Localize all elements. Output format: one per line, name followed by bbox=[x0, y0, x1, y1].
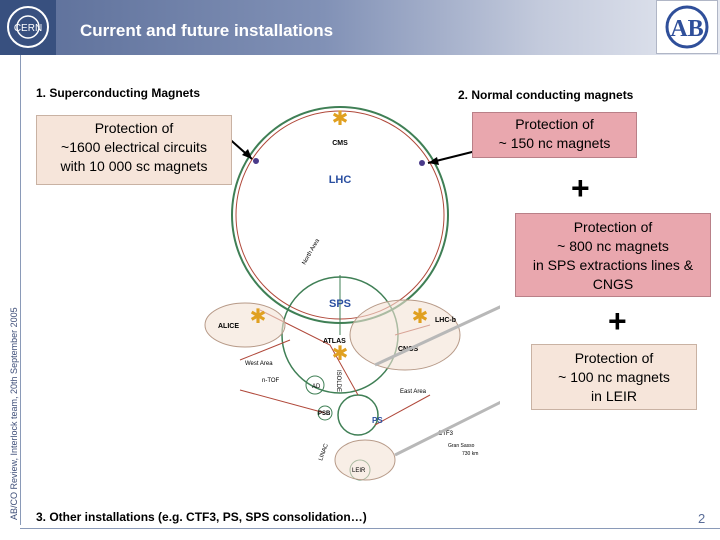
cngs-ellipse bbox=[349, 299, 461, 371]
lhcb-marker: ✱ bbox=[412, 306, 429, 328]
arrow-sc-head bbox=[242, 149, 252, 159]
section-other: 3. Other installations (e.g. CTF3, PS, S… bbox=[36, 510, 367, 524]
injection-point-right bbox=[419, 160, 425, 166]
atlas-marker: ✱ bbox=[332, 343, 349, 365]
sc-box-line: Protection of bbox=[94, 120, 174, 136]
transfer-line-east bbox=[374, 394, 431, 426]
label-sps: SPS bbox=[329, 298, 351, 310]
west-area-ellipse bbox=[204, 302, 286, 348]
nc-leir-box-line: in LEIR bbox=[591, 388, 637, 404]
ab-logo: AB bbox=[656, 0, 718, 54]
label-linac: LINAC bbox=[318, 442, 330, 461]
label-gran-sasso-distance: 730 km bbox=[462, 451, 478, 457]
nc-sps-box-line: Protection of bbox=[573, 219, 653, 235]
label-lhcb: LHC-b bbox=[435, 317, 456, 324]
svg-text:CERN: CERN bbox=[14, 23, 42, 34]
transfer-line-west bbox=[239, 339, 291, 361]
label-ad: AD bbox=[312, 384, 321, 390]
bottom-divider bbox=[20, 528, 720, 529]
nc-lhc-box-line: Protection of bbox=[515, 116, 594, 132]
nc-lhc-box-line: ~ 150 nc magnets bbox=[498, 135, 611, 151]
label-west-area: West Area bbox=[245, 361, 273, 367]
svg-text:AB: AB bbox=[670, 16, 703, 42]
label-lhc: LHC bbox=[329, 174, 352, 186]
nc-sps-box-line: CNGS bbox=[592, 276, 634, 292]
accelerator-complex-diagram: ✱ ✱ ✱ ✱ CMS LHC SPS ALICE ATLAS LHC-b CN… bbox=[204, 106, 500, 481]
label-isolde: ISOLDE bbox=[335, 370, 341, 392]
sc-protection-box: Protection of ~1600 electrical circuits … bbox=[36, 115, 232, 185]
nc-leir-box-line: Protection of bbox=[574, 350, 654, 366]
label-atlas: ATLAS bbox=[323, 338, 346, 345]
label-leir: LEIR bbox=[352, 468, 366, 474]
nc-leir-protection-box: Protection of ~ 100 nc magnets in LEIR bbox=[531, 344, 697, 410]
label-ctf3: CTF3 bbox=[438, 431, 454, 437]
side-divider bbox=[20, 55, 21, 525]
plus-sign: + bbox=[571, 170, 590, 206]
label-gran-sasso: Gran Sasso bbox=[448, 443, 475, 449]
label-ps: PS bbox=[372, 416, 383, 425]
arrow-nc-head bbox=[428, 157, 439, 165]
plus-sign: + bbox=[608, 303, 627, 339]
nc-sps-box-line: ~ 800 nc magnets bbox=[557, 238, 669, 254]
header-bar: CERN Current and future installations AB bbox=[0, 0, 720, 55]
page-number: 2 bbox=[698, 511, 706, 526]
leir-ellipse bbox=[334, 439, 396, 481]
sc-box-line: ~1600 electrical circuits bbox=[61, 139, 207, 155]
transfer-line-tof bbox=[239, 389, 326, 414]
alice-marker: ✱ bbox=[250, 306, 267, 328]
label-north-area: North Area bbox=[302, 238, 322, 266]
injection-point-left bbox=[253, 158, 259, 164]
label-ntof: n-TOF bbox=[262, 378, 280, 384]
section-nc-magnets: 2. Normal conducting magnets bbox=[458, 88, 634, 102]
cern-logo: CERN bbox=[0, 0, 56, 55]
label-psb: PSB bbox=[318, 411, 331, 417]
sc-box-line: with 10 000 sc magnets bbox=[60, 158, 208, 174]
arrow-sps-lines bbox=[374, 305, 500, 367]
nc-leir-box-line: ~ 100 nc magnets bbox=[558, 369, 670, 385]
cms-marker: ✱ bbox=[332, 108, 349, 130]
label-east-area: East Area bbox=[400, 389, 427, 395]
nc-lhc-protection-box: Protection of ~ 150 nc magnets bbox=[472, 112, 637, 158]
label-alice: ALICE bbox=[218, 323, 239, 330]
ps-ring bbox=[337, 394, 379, 436]
nc-sps-box-line: in SPS extractions lines & bbox=[532, 257, 694, 273]
label-cms: CMS bbox=[332, 140, 348, 147]
page-title: Current and future installations bbox=[80, 21, 334, 40]
sidebar-caption: AB/CO Review, Interlock team, 20th Septe… bbox=[9, 307, 19, 520]
section-sc-magnets: 1. Superconducting Magnets bbox=[36, 86, 201, 100]
psb-ring bbox=[317, 405, 333, 421]
nc-sps-protection-box: Protection of ~ 800 nc magnets in SPS ex… bbox=[515, 213, 711, 297]
ad-ring bbox=[305, 375, 325, 395]
arrow-leir bbox=[394, 400, 500, 457]
